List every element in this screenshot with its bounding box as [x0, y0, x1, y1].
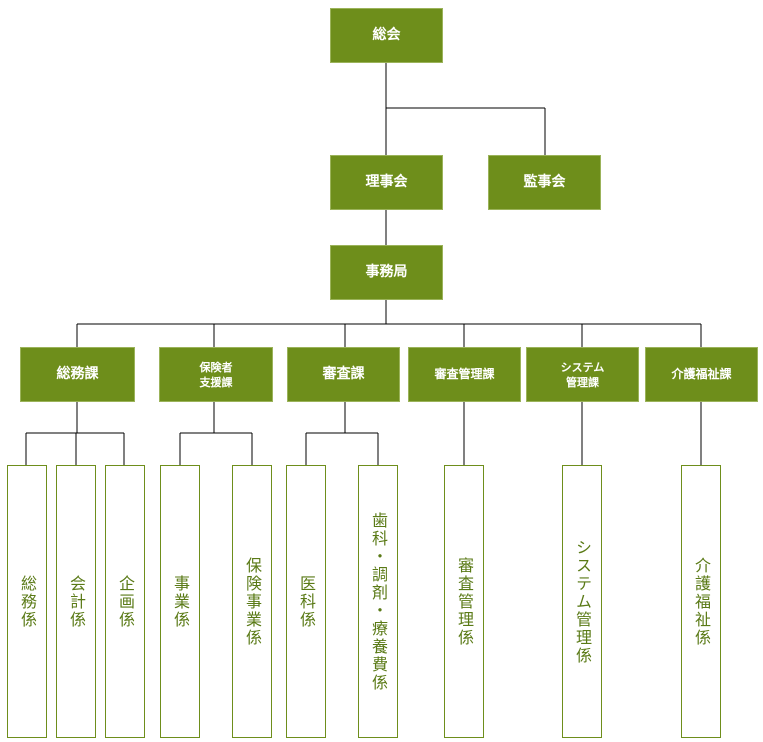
unit-medical: 医科係	[286, 465, 326, 738]
board-box: 理事会	[330, 155, 443, 210]
unit-care-welfare: 介護福祉係	[681, 465, 721, 738]
section-label-line2: 管理課	[566, 375, 599, 389]
section-review-management: 審査管理課	[408, 347, 521, 402]
section-review: 審査課	[287, 347, 400, 402]
unit-planning: 企画係	[105, 465, 145, 738]
unit-label: 介護福祉係	[692, 556, 711, 647]
section-label-line1: システム	[560, 360, 605, 374]
section-label: 介護福祉課	[671, 367, 732, 381]
section-insurer-support: 保険者 支援課	[159, 347, 273, 402]
auditors-box: 監事会	[488, 155, 601, 210]
board-label: 理事会	[365, 174, 408, 190]
section-general-affairs: 総務課	[20, 347, 135, 402]
general-assembly-label: 総会	[372, 27, 401, 43]
secretariat-label: 事務局	[365, 264, 408, 280]
unit-dental-dispensing-care: 歯科・調剤・療養費係	[358, 465, 398, 738]
unit-label: 事業係	[171, 574, 190, 629]
unit-label: 歯科・調剤・療養費係	[369, 511, 388, 692]
secretariat-box: 事務局	[330, 245, 443, 300]
unit-label: 保険事業係	[243, 556, 262, 647]
general-assembly-box: 総会	[330, 8, 443, 63]
unit-general: 総務係	[7, 465, 47, 738]
unit-insurance-business: 保険事業係	[232, 465, 272, 738]
section-label: 総務課	[56, 366, 99, 382]
unit-label: 総務係	[18, 574, 37, 629]
unit-business: 事業係	[160, 465, 200, 738]
section-label-line1: 保険者	[199, 360, 233, 374]
unit-label: 審査管理係	[455, 556, 474, 647]
unit-label: 会計係	[67, 574, 86, 629]
unit-review-management: 審査管理係	[444, 465, 484, 738]
unit-label: システム管理係	[573, 538, 592, 665]
section-label-line2: 支援課	[199, 375, 233, 389]
auditors-label: 監事会	[523, 174, 566, 190]
section-label: 審査管理課	[434, 367, 495, 381]
unit-label: 企画係	[116, 574, 135, 629]
unit-label: 医科係	[297, 574, 316, 629]
section-label: 審査課	[322, 366, 365, 382]
section-care-welfare: 介護福祉課	[645, 347, 758, 402]
section-system-management: システム 管理課	[526, 347, 639, 402]
unit-accounting: 会計係	[56, 465, 96, 738]
unit-system-management: システム管理係	[562, 465, 602, 738]
